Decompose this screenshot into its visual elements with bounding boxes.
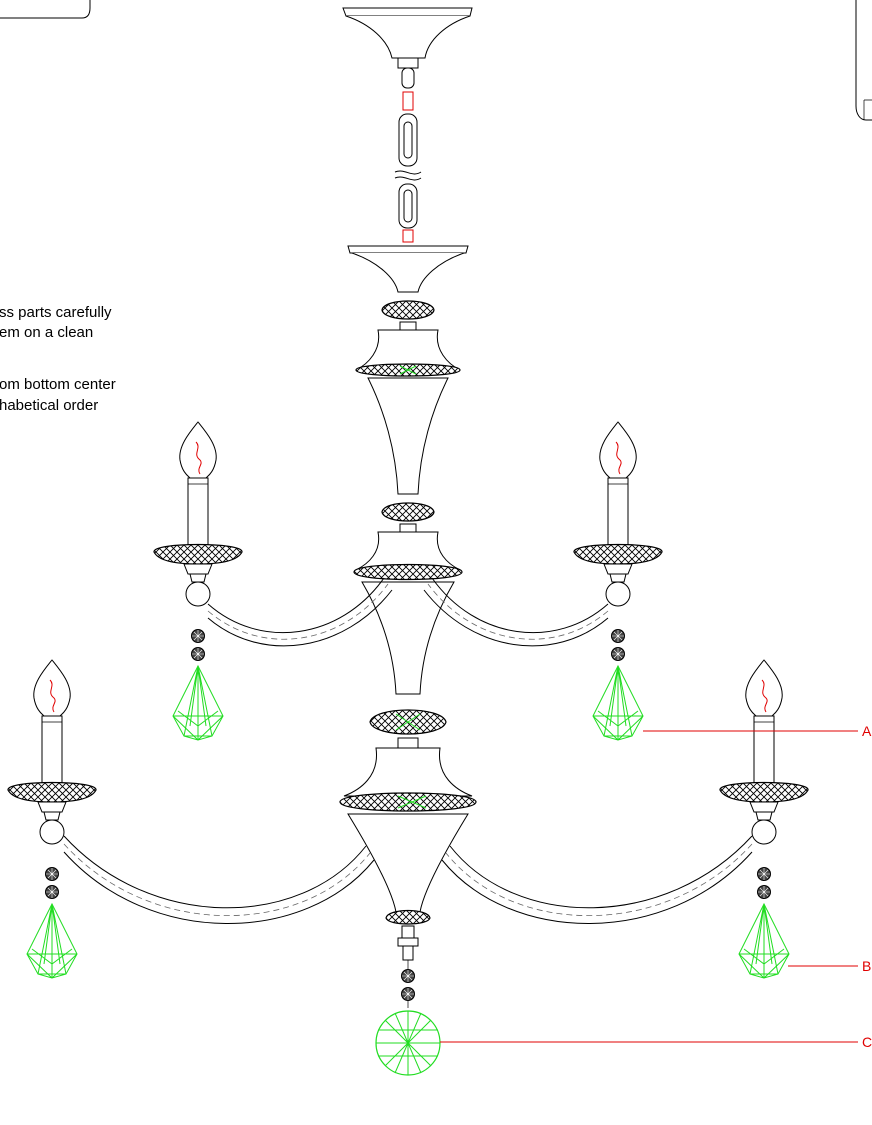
lower-arm-left <box>63 835 375 924</box>
note-line-2: em on a clean <box>0 324 93 341</box>
bead-center-1 <box>401 969 415 983</box>
candle-lower-right <box>719 659 809 845</box>
crystal-drop-upper-left <box>172 665 224 741</box>
note-line-4: habetical order <box>0 397 98 414</box>
upper-arm-right <box>423 577 609 647</box>
candle-lower-left <box>7 659 97 845</box>
crystal-drop-a <box>592 665 644 741</box>
bead-ul-1 <box>191 629 205 643</box>
bead-lr-1 <box>757 867 771 881</box>
bead-center-2 <box>401 987 415 1001</box>
central-column <box>339 7 477 961</box>
callout-c: C <box>440 1034 872 1050</box>
callout-label-a: A <box>862 723 872 739</box>
bead-ul-2 <box>191 647 205 661</box>
note-line-1: ss parts carefully <box>0 304 112 321</box>
frame-corner-top-left <box>0 0 91 19</box>
bead-ur-2 <box>611 647 625 661</box>
crystal-ball-c <box>375 1010 441 1076</box>
assembly-notes: ss parts carefully em on a clean om bott… <box>0 304 116 414</box>
note-line-3: om bottom center <box>0 376 116 393</box>
crystal-drop-b <box>738 903 790 979</box>
bead-lr-2 <box>757 885 771 899</box>
upper-arm-left <box>207 577 393 647</box>
candle-upper-right <box>573 421 663 607</box>
bead-ll-2 <box>45 885 59 899</box>
lower-arm-right <box>441 835 753 924</box>
callout-a: A <box>643 723 872 739</box>
crystal-drop-lower-left <box>26 903 78 979</box>
callout-b: B <box>788 958 871 974</box>
callout-label-b: B <box>862 958 871 974</box>
callout-label-c: C <box>862 1034 872 1050</box>
candle-upper-left <box>153 421 243 607</box>
bead-ll-1 <box>45 867 59 881</box>
bead-ur-1 <box>611 629 625 643</box>
frame-corner-top-right <box>855 0 872 121</box>
